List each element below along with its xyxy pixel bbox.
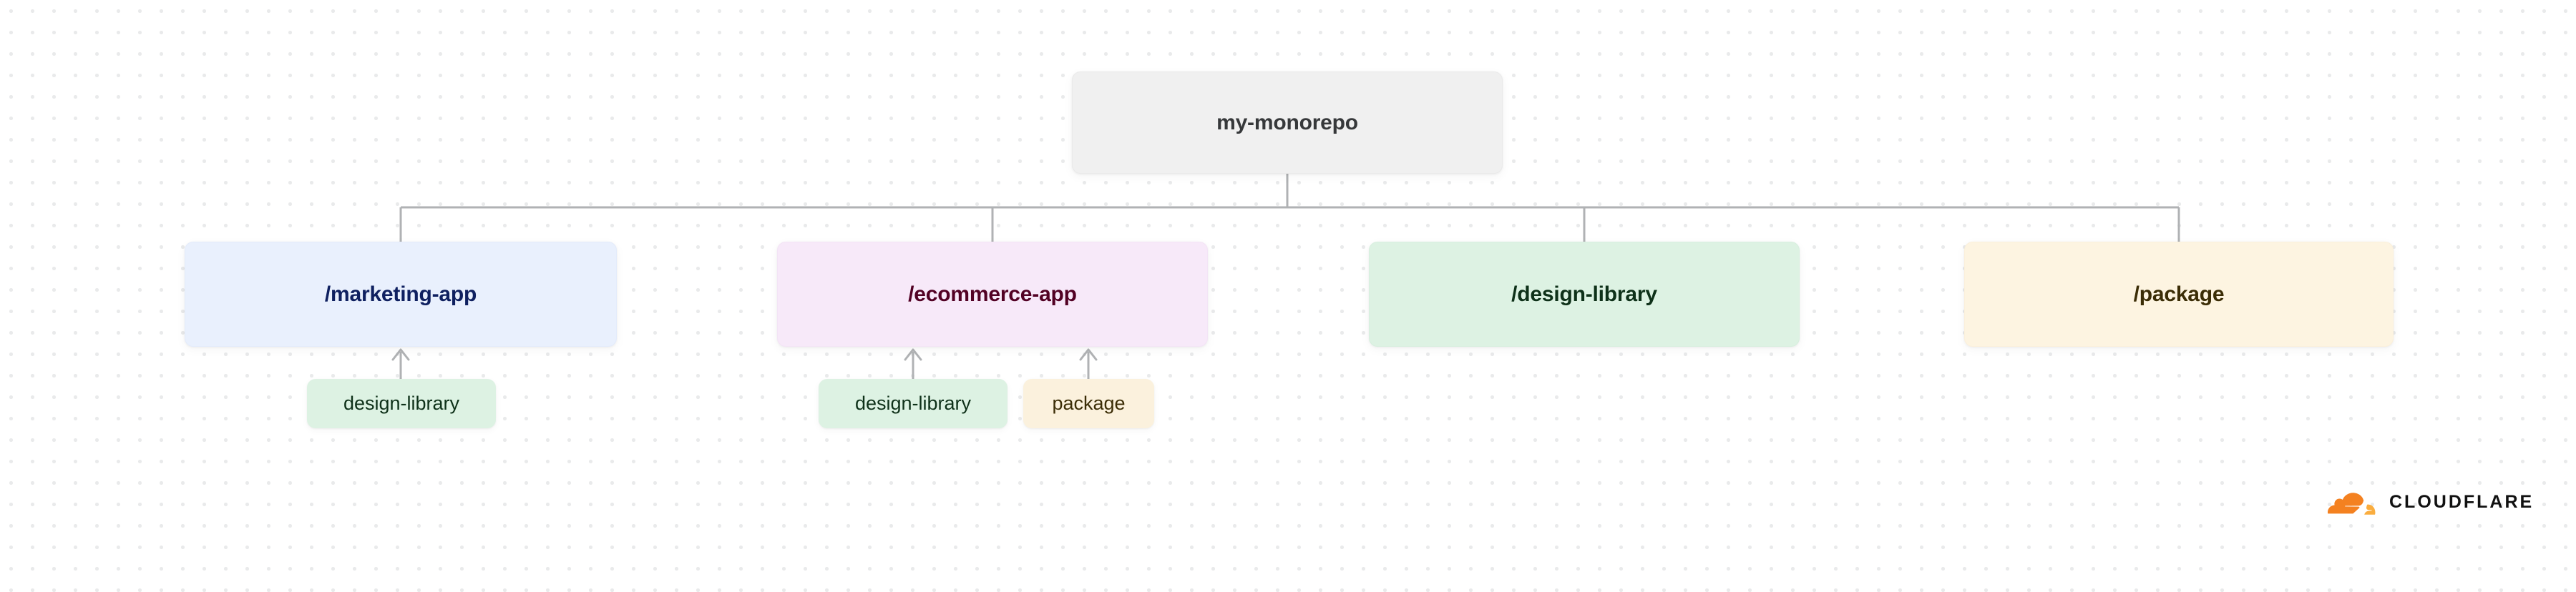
- node-package[interactable]: /package: [1964, 242, 2394, 347]
- node-label: /package: [2133, 282, 2225, 306]
- arrowhead-marketing-app: [391, 348, 410, 361]
- dependency-chip-design-library-ecommerce[interactable]: design-library: [819, 379, 1008, 428]
- node-my-monorepo[interactable]: my-monorepo: [1072, 71, 1503, 174]
- node-design-library[interactable]: /design-library: [1369, 242, 1800, 347]
- chip-label: design-library: [343, 393, 460, 414]
- node-marketing-app[interactable]: /marketing-app: [185, 242, 617, 347]
- arrowhead-ecommerce-app-design-library: [904, 348, 922, 361]
- arrowhead-ecommerce-app-package: [1079, 348, 1098, 361]
- node-label: /design-library: [1511, 282, 1657, 306]
- chip-label: package: [1052, 393, 1126, 414]
- chip-label: design-library: [854, 393, 972, 414]
- cloudflare-cloud-icon: [2327, 493, 2376, 515]
- node-label: /ecommerce-app: [908, 282, 1077, 306]
- dependency-chip-design-library-marketing[interactable]: design-library: [307, 379, 496, 428]
- cloudflare-wordmark: CLOUDFLARE: [2389, 491, 2534, 512]
- node-label: /marketing-app: [324, 282, 477, 306]
- cloudflare-brand: CLOUDFLARE: [2324, 488, 2534, 516]
- node-label: my-monorepo: [1216, 110, 1358, 134]
- node-ecommerce-app[interactable]: /ecommerce-app: [777, 242, 1208, 347]
- dependency-chip-package-ecommerce[interactable]: package: [1023, 379, 1154, 428]
